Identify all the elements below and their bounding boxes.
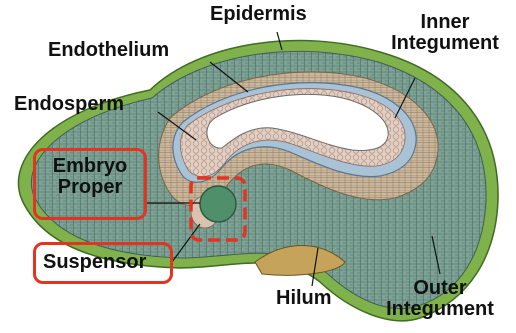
label-inner-integument-line1: Inner [384, 12, 506, 33]
label-hilum: Hilum [276, 288, 332, 309]
label-epidermis: Epidermis [210, 4, 307, 25]
label-outer-integument-line1: Outer [374, 278, 506, 299]
label-outer-integument-line2: Integument [374, 299, 506, 320]
label-endosperm: Endosperm [14, 94, 124, 115]
label-inner-integument-line2: Integument [384, 33, 506, 54]
embryo-proper-shape [200, 186, 236, 222]
label-embryo-proper: Embryo Proper [36, 156, 144, 198]
label-suspensor: Suspensor [43, 252, 146, 273]
label-inner-integument: Inner Integument [384, 12, 506, 54]
label-embryo-proper-line2: Proper [36, 177, 144, 198]
label-embryo-proper-line1: Embryo [36, 156, 144, 177]
label-endothelium: Endothelium [48, 40, 169, 61]
label-outer-integument: Outer Integument [374, 278, 506, 320]
